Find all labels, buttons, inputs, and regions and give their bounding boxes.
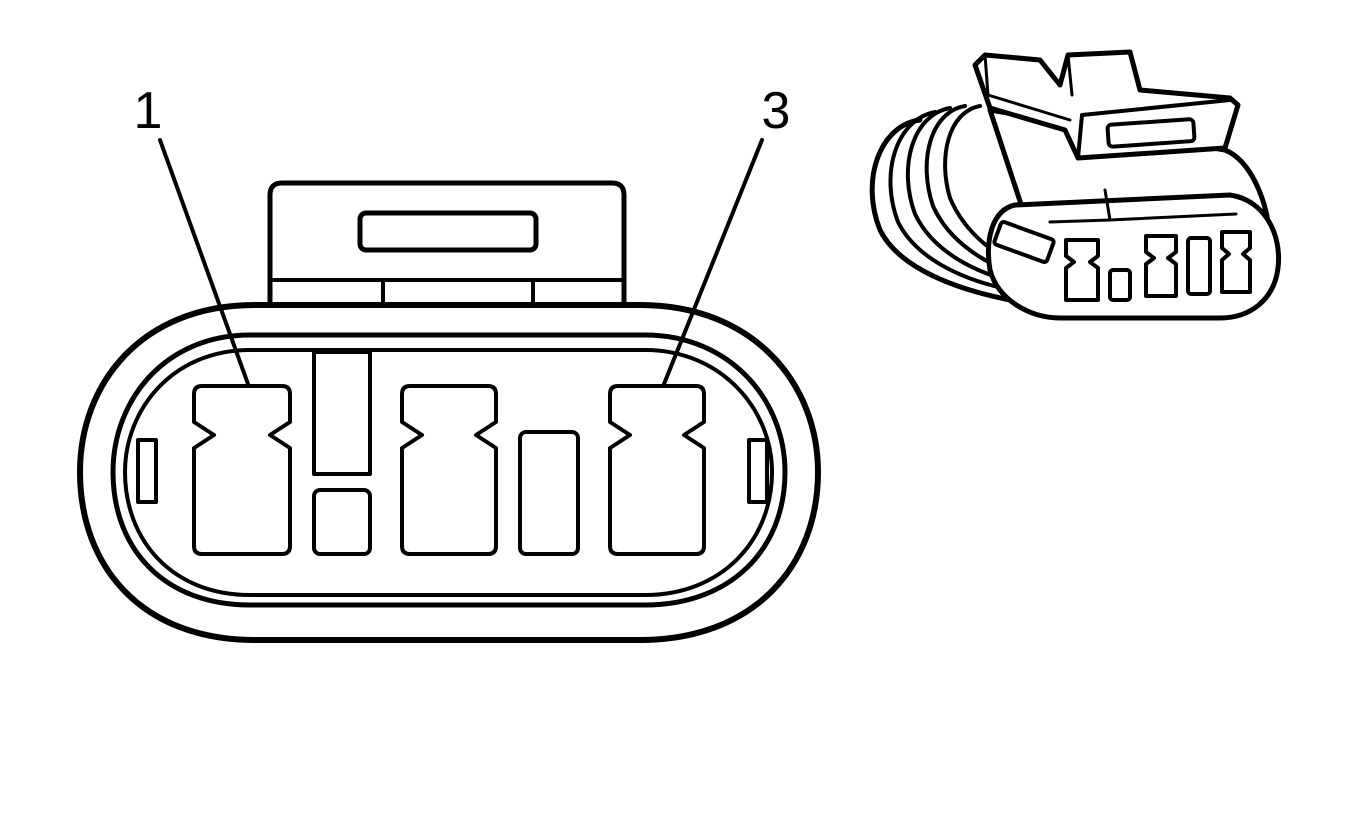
terminal-cavity-1 bbox=[192, 384, 292, 556]
side-latch-right bbox=[747, 438, 769, 504]
connector-isometric-view bbox=[869, 49, 1282, 321]
locking-tab-window bbox=[357, 210, 539, 253]
callout-leader-1 bbox=[158, 138, 250, 386]
callout-leader-3 bbox=[662, 138, 764, 386]
locking-tab bbox=[267, 180, 627, 308]
connector-face-view bbox=[77, 138, 821, 643]
terminal-cavity-3 bbox=[608, 384, 706, 556]
side-latch-left bbox=[136, 438, 158, 504]
key-slot-middle bbox=[518, 430, 580, 556]
callout-label-3: 3 bbox=[762, 82, 791, 140]
callout-label-1: 1 bbox=[134, 82, 163, 140]
key-slot-lower bbox=[312, 488, 372, 556]
key-slot-upper bbox=[312, 350, 372, 476]
terminal-cavity-2 bbox=[400, 384, 498, 556]
